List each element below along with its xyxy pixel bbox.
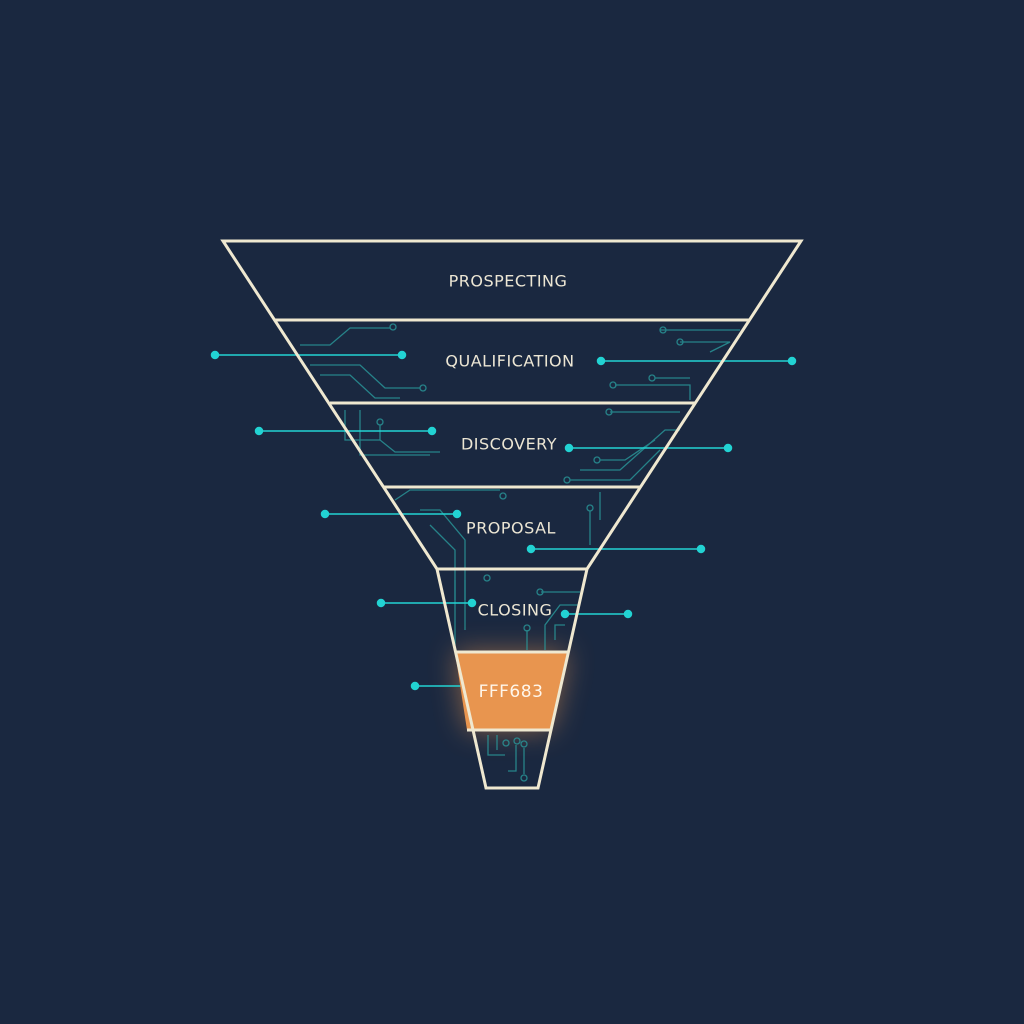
funnel-outline bbox=[220, 239, 804, 790]
stage-closing: CLOSING bbox=[477, 600, 553, 620]
stage-highlighted: FFF683 bbox=[478, 682, 544, 702]
circuit-traces bbox=[300, 323, 740, 782]
connector-lines bbox=[210, 350, 797, 691]
stage-prospecting: PROSPECTING bbox=[448, 271, 568, 291]
stage-qualification: QUALIFICATION bbox=[445, 351, 575, 371]
stage-proposal: PROPOSAL bbox=[466, 518, 556, 538]
stage-discovery: DISCOVERY bbox=[460, 434, 558, 454]
stage-highlight-fill bbox=[455, 652, 568, 730]
